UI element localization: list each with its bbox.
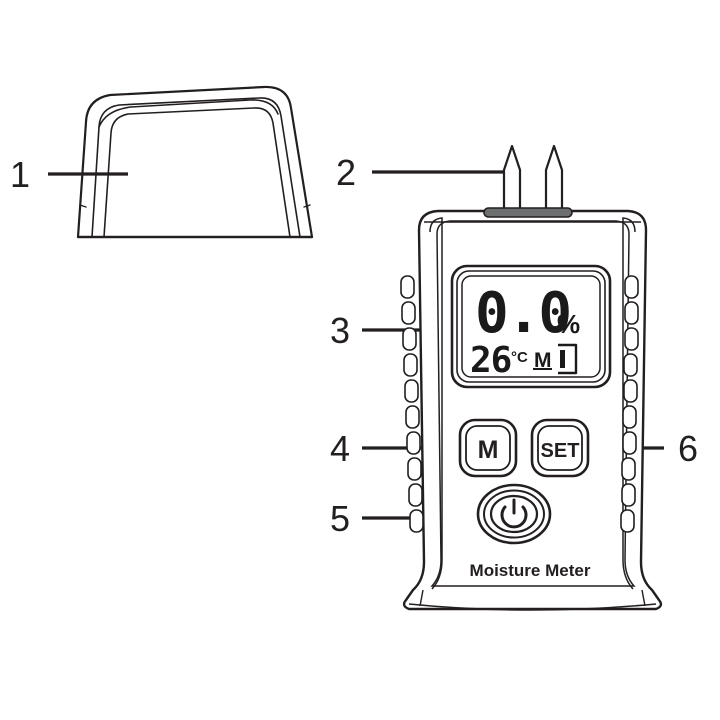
grip-bump (407, 457, 422, 481)
callout-number-6: 6 (678, 428, 698, 469)
body-bevel-right (622, 217, 636, 590)
body-bottom-foot-left (419, 589, 424, 607)
probe-pin-left (502, 144, 522, 214)
power-icon (500, 498, 528, 529)
callout-number-2: 2 (336, 152, 356, 193)
speaker-slot-body (483, 207, 573, 218)
callout-number-5: 5 (330, 498, 350, 539)
grip-bump (400, 275, 415, 299)
mode-button[interactable]: M (458, 418, 518, 478)
battery-icon-bar (560, 350, 565, 368)
grip-bump (624, 301, 639, 325)
mode-button-label: M (478, 436, 499, 464)
power-icon-arc (500, 505, 528, 529)
grip-bump (622, 405, 637, 429)
grip-bump (409, 509, 424, 533)
body-bottom-flare (408, 603, 657, 611)
cap-right-notch (303, 204, 311, 208)
cap-left-notch (79, 204, 87, 208)
cap-inner-wall-a (91, 97, 301, 238)
grip-bump (623, 379, 638, 403)
measuring-probe-pins (502, 144, 564, 214)
grip-bump (622, 431, 637, 455)
grip-bump (405, 405, 420, 429)
grip-bump (620, 509, 635, 533)
lcd-mode-indicator: M (534, 349, 552, 372)
cap-outer-shell (76, 85, 314, 239)
lcd-moisture-value: 0.0 (475, 281, 570, 346)
grip-bump (401, 301, 416, 325)
probe-pin-right (544, 144, 564, 214)
grip-bump (406, 431, 421, 455)
mode-button-inner[interactable] (465, 425, 511, 471)
callout-number-1: 1 (10, 154, 30, 195)
meter-body: 0.0 % 26 °C M M (400, 207, 663, 611)
lcd-screen (461, 275, 601, 378)
cap-top-rim (98, 99, 279, 128)
cap-inner-wall-b (103, 107, 291, 238)
speaker-slot (483, 207, 573, 218)
lcd-moisture-unit: % (557, 309, 580, 339)
grip-bump (403, 353, 418, 377)
grip-bump (621, 457, 636, 481)
lcd-display: 0.0 % 26 °C M (450, 264, 612, 389)
body-bottom-foot-right (641, 589, 646, 607)
lcd-temperature-unit: °C (511, 349, 528, 366)
grip-bump (624, 327, 639, 351)
grip-bump (621, 483, 636, 507)
grip-bumps-left (400, 275, 424, 533)
grip-bumps-right (620, 275, 639, 533)
grip-bump (623, 353, 638, 377)
grip-bump (402, 327, 417, 351)
protective-cap (76, 85, 314, 239)
brand-label: Moisture Meter (470, 561, 591, 580)
callout-number-4: 4 (330, 428, 350, 469)
lcd-temperature-value: 26 (470, 340, 511, 381)
grip-bump (404, 379, 419, 403)
grip-bump (408, 483, 423, 507)
power-button[interactable] (476, 483, 552, 545)
body-bevel-left (429, 217, 443, 590)
callout-number-3: 3 (330, 310, 350, 351)
set-button-inner[interactable] (537, 425, 583, 471)
grip-bump (624, 275, 639, 299)
set-button-label: SET (541, 440, 580, 462)
battery-icon-shell (558, 343, 578, 375)
battery-icon (558, 343, 578, 375)
set-button[interactable]: SET (530, 418, 590, 478)
